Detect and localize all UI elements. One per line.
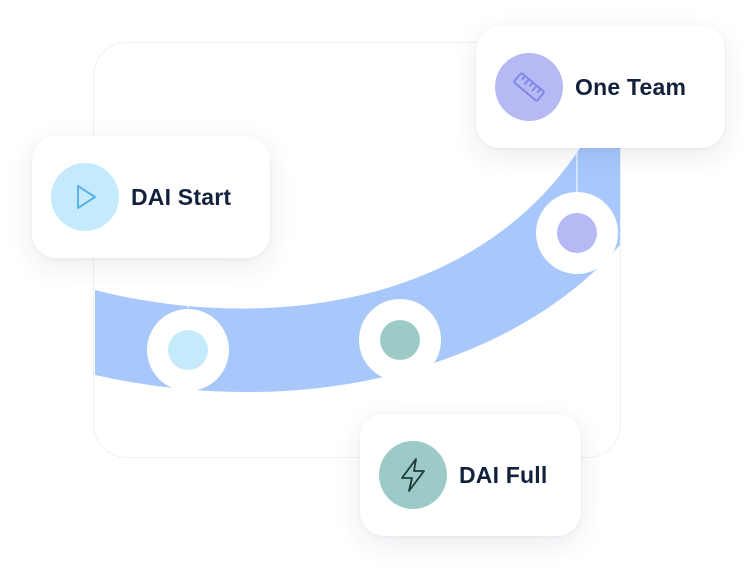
stage-label-team: One Team: [575, 73, 687, 100]
milestone-full: [359, 299, 441, 381]
stage-card-start: DAI Start: [32, 136, 270, 258]
milestone-start: [147, 309, 229, 391]
stage-label-start: DAI Start: [131, 183, 232, 210]
milestone-team: [536, 192, 618, 274]
ruler-icon: [495, 53, 563, 121]
milestone-full-dot: [380, 320, 420, 360]
stage-label-full: DAI Full: [459, 461, 548, 488]
stage-card-full: DAI Full: [360, 414, 581, 536]
milestone-team-dot: [557, 213, 597, 253]
lightning-icon: [379, 441, 447, 509]
track-band: [95, 148, 620, 393]
stage-card-team: One Team: [476, 26, 725, 148]
play-icon: [51, 163, 119, 231]
milestone-start-dot: [168, 330, 208, 370]
